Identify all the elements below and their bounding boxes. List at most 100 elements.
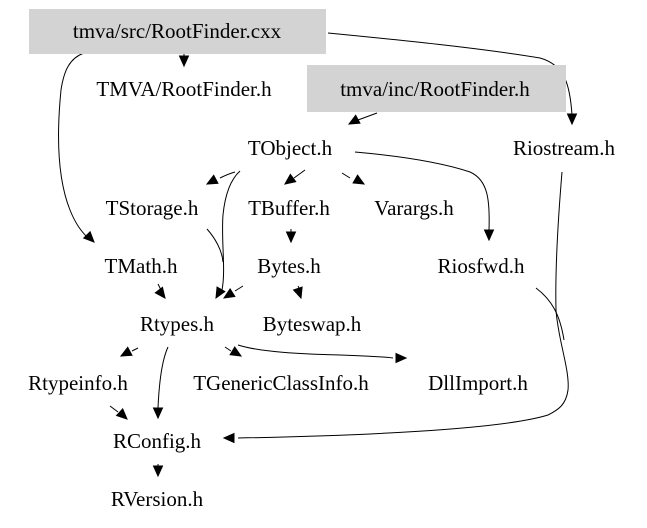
arrowhead-icon [284,173,297,185]
arrowhead-icon [215,286,226,300]
edge-tobject_h-to-varargs_h [341,172,366,185]
node-bytes-h[interactable]: Bytes.h [257,254,321,278]
edge-tbuffer_h-to-bytes_h [285,229,297,244]
edge-line [57,52,89,239]
node-highlight-box [307,65,566,112]
node-label: Riostream.h [513,136,616,160]
node-varargs-h[interactable]: Varargs.h [374,196,454,220]
node-label: TStorage.h [106,196,199,220]
node-tgenericclassinfo-h[interactable]: TGenericClassInfo.h [193,371,369,395]
nodes-layer: tmva/src/RootFinder.cxxTMVA/RootFinder.h… [28,9,616,511]
edge-tobject_h-to-rtypes_h [215,170,241,300]
node-label: Riosfwd.h [438,254,525,278]
edge-line [327,32,573,116]
edge-line [206,228,224,263]
edge-rtypes_h-to-rtypeinfo_h [119,346,139,357]
arrowhead-icon [483,229,495,242]
arrowhead-icon [119,346,133,357]
arrowhead-icon [566,113,578,126]
node-label: tmva/inc/RootFinder.h [340,77,530,101]
node-tobject-h[interactable]: TObject.h [248,136,333,160]
node-inc-rootfinder-h[interactable]: tmva/inc/RootFinder.h [307,65,566,112]
node-label: Varargs.h [374,196,454,220]
node-label: TMath.h [105,254,178,278]
node-label: TMVA/RootFinder.h [96,77,272,101]
edge-inc_rootfinder_h-to-tobject_h [347,112,378,125]
arrowhead-icon [222,432,235,444]
arrowhead-icon [352,174,366,185]
edge-line [341,172,351,179]
node-riosfwd-h[interactable]: Riosfwd.h [438,254,525,278]
edge-rtypes_h-to-tgenericclassinfo_h [224,346,243,357]
edge-line [221,170,241,291]
edge-line [224,346,232,352]
arrowhead-icon [152,407,164,420]
arrowhead-icon [82,230,95,243]
edge-line [109,405,119,413]
node-rtypeinfo-h[interactable]: Rtypeinfo.h [28,371,128,395]
edge-tobject_h-to-tbuffer_h [284,169,306,185]
edge-rootfinder_cxx-to-tmva_rootfinder_h [178,54,190,68]
node-label: TGenericClassInfo.h [193,371,369,395]
node-label: RConfig.h [113,429,202,453]
edge-line [293,169,306,179]
node-label: Rtypes.h [140,312,215,336]
edge-line [237,344,394,359]
node-label: tmva/src/RootFinder.cxx [73,19,282,43]
edges-layer [57,32,578,478]
node-label: Bytes.h [257,254,321,278]
node-tbuffer-h[interactable]: TBuffer.h [248,196,330,220]
node-highlight-box [29,9,326,54]
edge-line [157,346,169,409]
edge-line [219,171,236,179]
edge-line [354,151,490,231]
edge-rtypes_h-to-rconfig_h [152,346,169,420]
arrowhead-icon [229,346,243,357]
node-label: TBuffer.h [248,196,330,220]
node-rconfig-h[interactable]: RConfig.h [113,429,202,453]
edge-rconfig_h-to-rversion_h [152,464,164,478]
edge-riosfwd_h-to-rconfig_h [535,287,565,341]
edge-line [357,112,378,121]
node-tstorage-h[interactable]: TStorage.h [106,196,199,220]
edge-line [535,287,565,341]
node-rootfinder-cxx[interactable]: tmva/src/RootFinder.cxx [29,9,326,54]
arrowhead-icon [285,231,297,244]
edge-rtypeinfo_h-to-rconfig_h [109,405,128,420]
node-tmath-h[interactable]: TMath.h [105,254,178,278]
edge-bytes_h-to-byteswap_h [292,285,303,300]
node-rtypes-h[interactable]: Rtypes.h [140,312,215,336]
edge-rootfinder_cxx-to-riostream_h [327,32,578,126]
arrowhead-icon [292,286,303,300]
arrowhead-icon [347,114,361,125]
node-riostream-h[interactable]: Riostream.h [513,136,616,160]
node-label: DllImport.h [428,371,528,395]
node-label: RVersion.h [111,487,204,511]
edge-line [131,347,139,352]
arrowhead-icon [222,287,236,299]
arrowhead-icon [152,465,164,478]
node-dllimport-h[interactable]: DllImport.h [428,371,528,395]
node-tmva-rootfinder-h[interactable]: TMVA/RootFinder.h [96,77,272,101]
arrowhead-icon [154,286,166,299]
arrowhead-icon [395,352,408,364]
edge-riostream_h-to-rconfig_h [222,171,569,444]
edge-tmath_h-to-rtypes_h [154,283,166,299]
arrowhead-icon [115,408,128,420]
node-label: Rtypeinfo.h [28,371,128,395]
arrowhead-icon [205,174,219,185]
edge-rtypes_h-to-dllimport_h [237,344,408,364]
node-label: TObject.h [248,136,333,160]
edge-line [237,171,569,439]
edge-tobject_h-to-riosfwd_h [354,151,495,242]
node-label: Byteswap.h [263,312,362,336]
node-rversion-h[interactable]: RVersion.h [111,487,204,511]
edge-rootfinder_cxx-to-tmath_h [57,52,95,243]
edge-tstorage_h-to-rtypes_h [206,228,224,263]
edge-bytes_h-to-rtypes_h [222,285,244,299]
node-byteswap-h[interactable]: Byteswap.h [263,312,362,336]
arrowhead-icon [178,55,190,68]
edge-line [234,285,244,292]
